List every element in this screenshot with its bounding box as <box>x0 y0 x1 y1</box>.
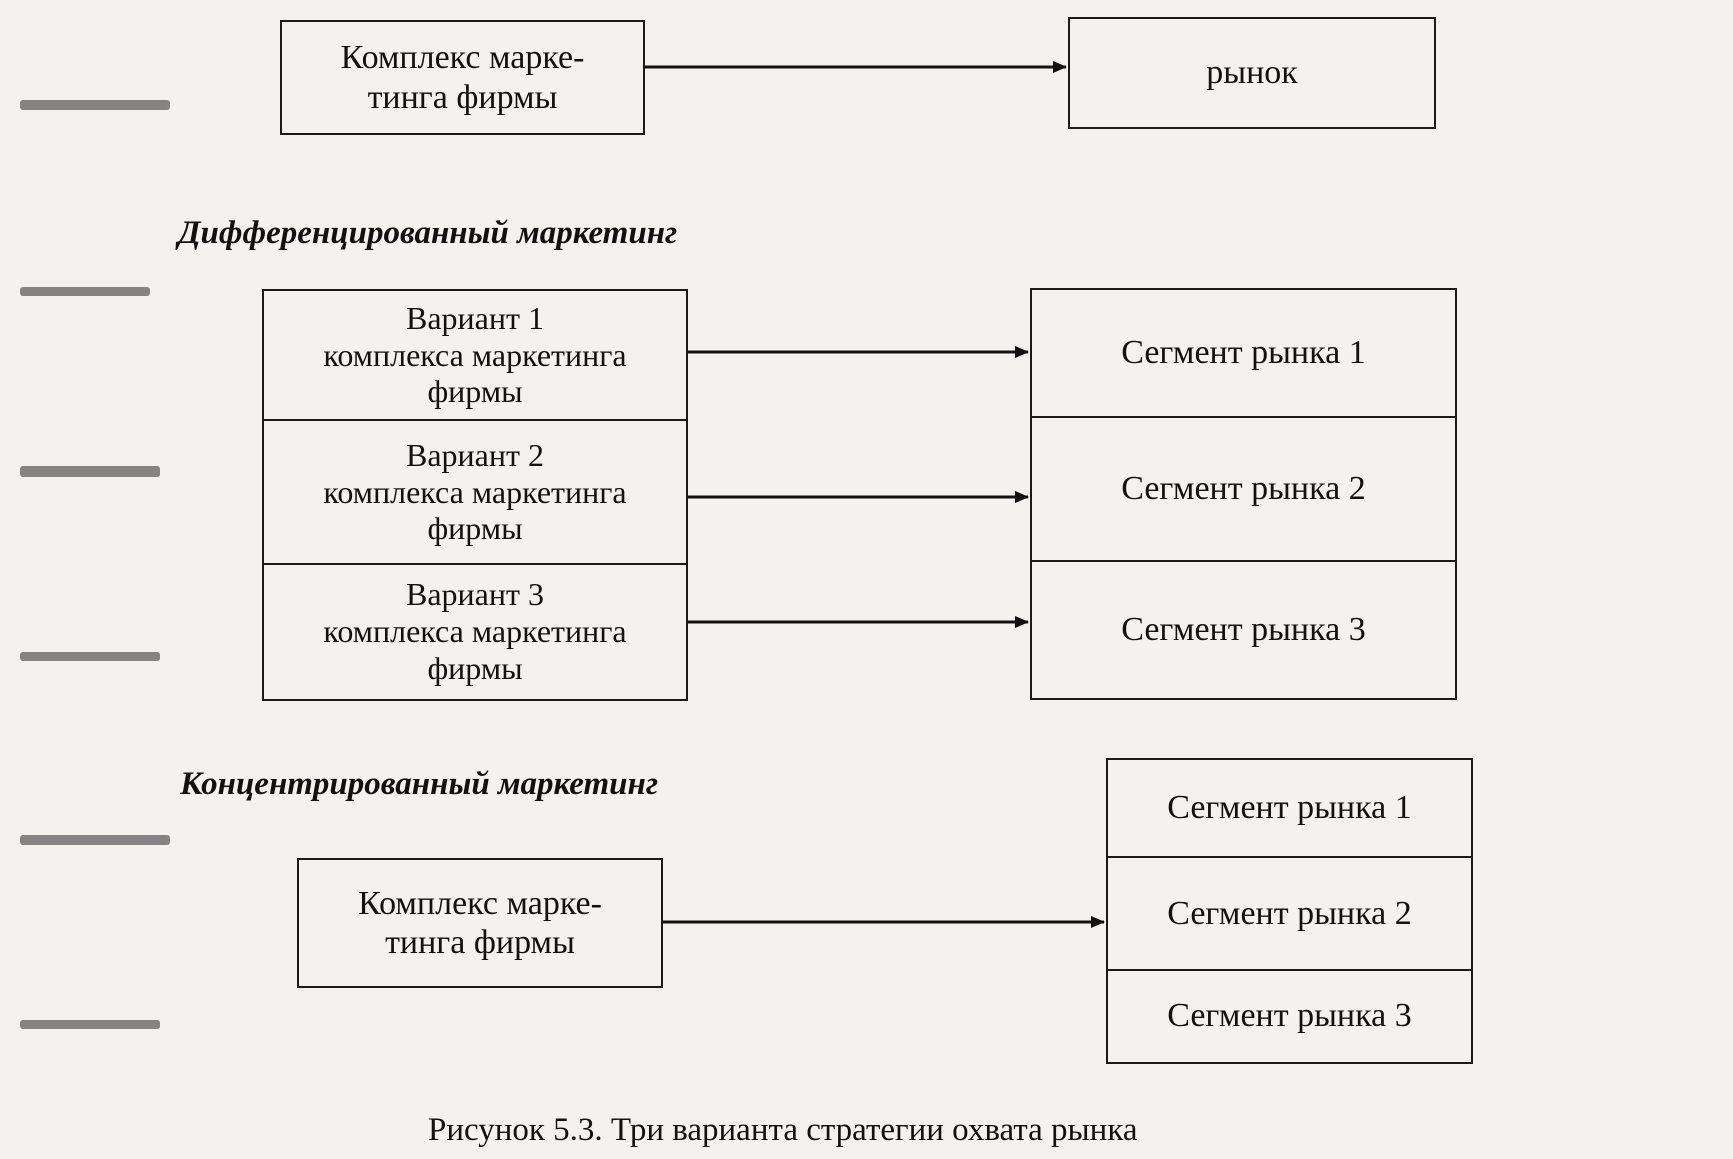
scan-mark <box>20 835 170 845</box>
concentrated-heading: Концентрированный маркетинг <box>180 766 659 802</box>
scan-mark <box>20 652 160 661</box>
conc-segment-cell-1: Сегмент рынка 1 <box>1108 760 1471 856</box>
variant-3-label: Вариант 3 комплекса маркетинга фирмы <box>323 576 627 686</box>
conc-segment-2-label: Сегмент рынка 2 <box>1167 894 1412 932</box>
differentiated-heading: Дифференцированный маркетинг <box>178 215 678 251</box>
diff-segment-1-label: Сегмент рынка 1 <box>1121 334 1366 372</box>
market-box: рынок <box>1068 17 1436 129</box>
conc-mix-label: Комплекс марке- тинга фирмы <box>358 884 602 961</box>
scan-mark <box>20 100 170 110</box>
scan-mark <box>20 287 150 296</box>
scan-mark <box>20 1020 160 1029</box>
variants-stack: Вариант 1 комплекса маркетинга фирмы Вар… <box>262 289 688 701</box>
undiff-mix-box: Комплекс марке- тинга фирмы <box>280 20 645 135</box>
diff-segment-2-label: Сегмент рынка 2 <box>1121 470 1366 508</box>
conc-segment-cell-2: Сегмент рынка 2 <box>1108 856 1471 969</box>
variant-2-label: Вариант 2 комплекса маркетинга фирмы <box>323 436 627 547</box>
diff-segments-stack: Сегмент рынка 1 Сегмент рынка 2 Сегмент … <box>1030 288 1457 700</box>
variant-cell-1: Вариант 1 комплекса маркетинга фирмы <box>264 291 686 419</box>
diff-segment-cell-3: Сегмент рынка 3 <box>1032 560 1455 697</box>
conc-mix-box: Комплекс марке- тинга фирмы <box>297 858 663 988</box>
conc-segment-1-label: Сегмент рынка 1 <box>1167 789 1412 827</box>
figure-caption: Рисунок 5.3. Три варианта стратегии охва… <box>428 1112 1138 1148</box>
diff-segment-3-label: Сегмент рынка 3 <box>1121 610 1366 648</box>
market-label: рынок <box>1206 54 1298 92</box>
variant-cell-3: Вариант 3 комплекса маркетинга фирмы <box>264 563 686 698</box>
conc-segment-cell-3: Сегмент рынка 3 <box>1108 969 1471 1061</box>
conc-segment-3-label: Сегмент рынка 3 <box>1167 997 1412 1035</box>
diff-segment-cell-1: Сегмент рынка 1 <box>1032 290 1455 416</box>
conc-segments-stack: Сегмент рынка 1 Сегмент рынка 2 Сегмент … <box>1106 758 1473 1064</box>
diff-segment-cell-2: Сегмент рынка 2 <box>1032 416 1455 560</box>
undiff-mix-label: Комплекс марке- тинга фирмы <box>340 39 585 116</box>
variant-1-label: Вариант 1 комплекса маркетинга фирмы <box>323 299 627 410</box>
scan-mark <box>20 466 160 477</box>
variant-cell-2: Вариант 2 комплекса маркетинга фирмы <box>264 419 686 563</box>
